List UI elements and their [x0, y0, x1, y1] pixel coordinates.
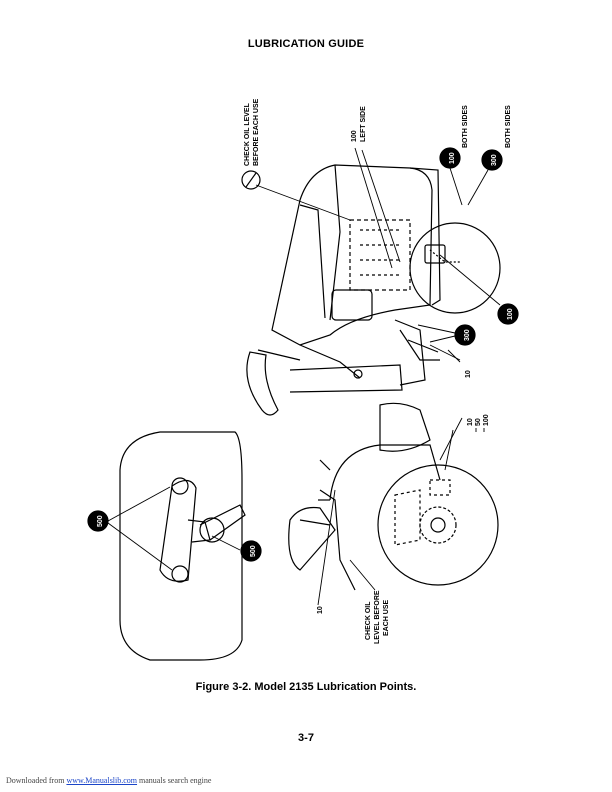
figure-caption: Figure 3-2. Model 2135 Lubrication Point… [195, 681, 417, 693]
grease-gun-icon: 300 [454, 324, 476, 346]
check-oil-label-bottom-line1: CHECK OIL [365, 601, 372, 640]
badge-100-right: 100 [507, 308, 514, 320]
leader-lines [107, 147, 501, 606]
lubrication-badges: 100 300 100 300 500 500 [87, 147, 519, 562]
footer-suffix: manuals search engine [137, 776, 212, 785]
hours-stack-10: 10 [467, 418, 474, 426]
mower-deck-drawing [119, 431, 246, 661]
check-oil-label-top-line2: BEFORE EACH USE [253, 98, 260, 166]
grease-gun-icon: 500 [87, 510, 109, 532]
badge-300-top: 300 [491, 154, 498, 166]
badge-500-deck: 500 [250, 545, 257, 557]
tractor-drawing [246, 164, 499, 591]
oil-dipstick-icon [241, 170, 261, 190]
hours-10-bottom: 10 [317, 606, 324, 614]
grease-gun-icon: 500 [240, 540, 262, 562]
hours-stack-100: 100 [483, 414, 490, 426]
footer-prefix: Downloaded from [6, 776, 67, 785]
check-oil-label-top-line1: CHECK OIL LEVEL [244, 102, 251, 166]
grease-gun-icon: 300 [481, 149, 503, 171]
manualslib-link[interactable]: www.Manualslib.com [66, 776, 138, 785]
hours-10-mid: 10 [465, 370, 472, 378]
hours-stack-50: 50 [475, 418, 482, 426]
left-side-hours: 100 [351, 130, 358, 142]
badge-500-left: 500 [97, 515, 104, 527]
download-footer: Downloaded from www.Manualslib.com manua… [6, 776, 211, 785]
badge-100-top: 100 [449, 152, 456, 164]
badge-300-mid: 300 [464, 329, 471, 341]
page-title: LUBRICATION GUIDE [247, 38, 365, 50]
grease-gun-icon: 100 [439, 147, 461, 169]
both-sides-label-1: BOTH SIDES [462, 105, 469, 148]
oil-can-icon: 100 [497, 303, 519, 325]
check-oil-label-bottom-line3: EACH USE [383, 599, 390, 636]
both-sides-label-2: BOTH SIDES [505, 105, 512, 148]
check-oil-label-bottom-line2: LEVEL BEFORE [374, 590, 381, 644]
page-number: 3-7 [298, 732, 314, 744]
detail-inset [409, 222, 501, 314]
left-side-label: LEFT SIDE [360, 106, 367, 142]
